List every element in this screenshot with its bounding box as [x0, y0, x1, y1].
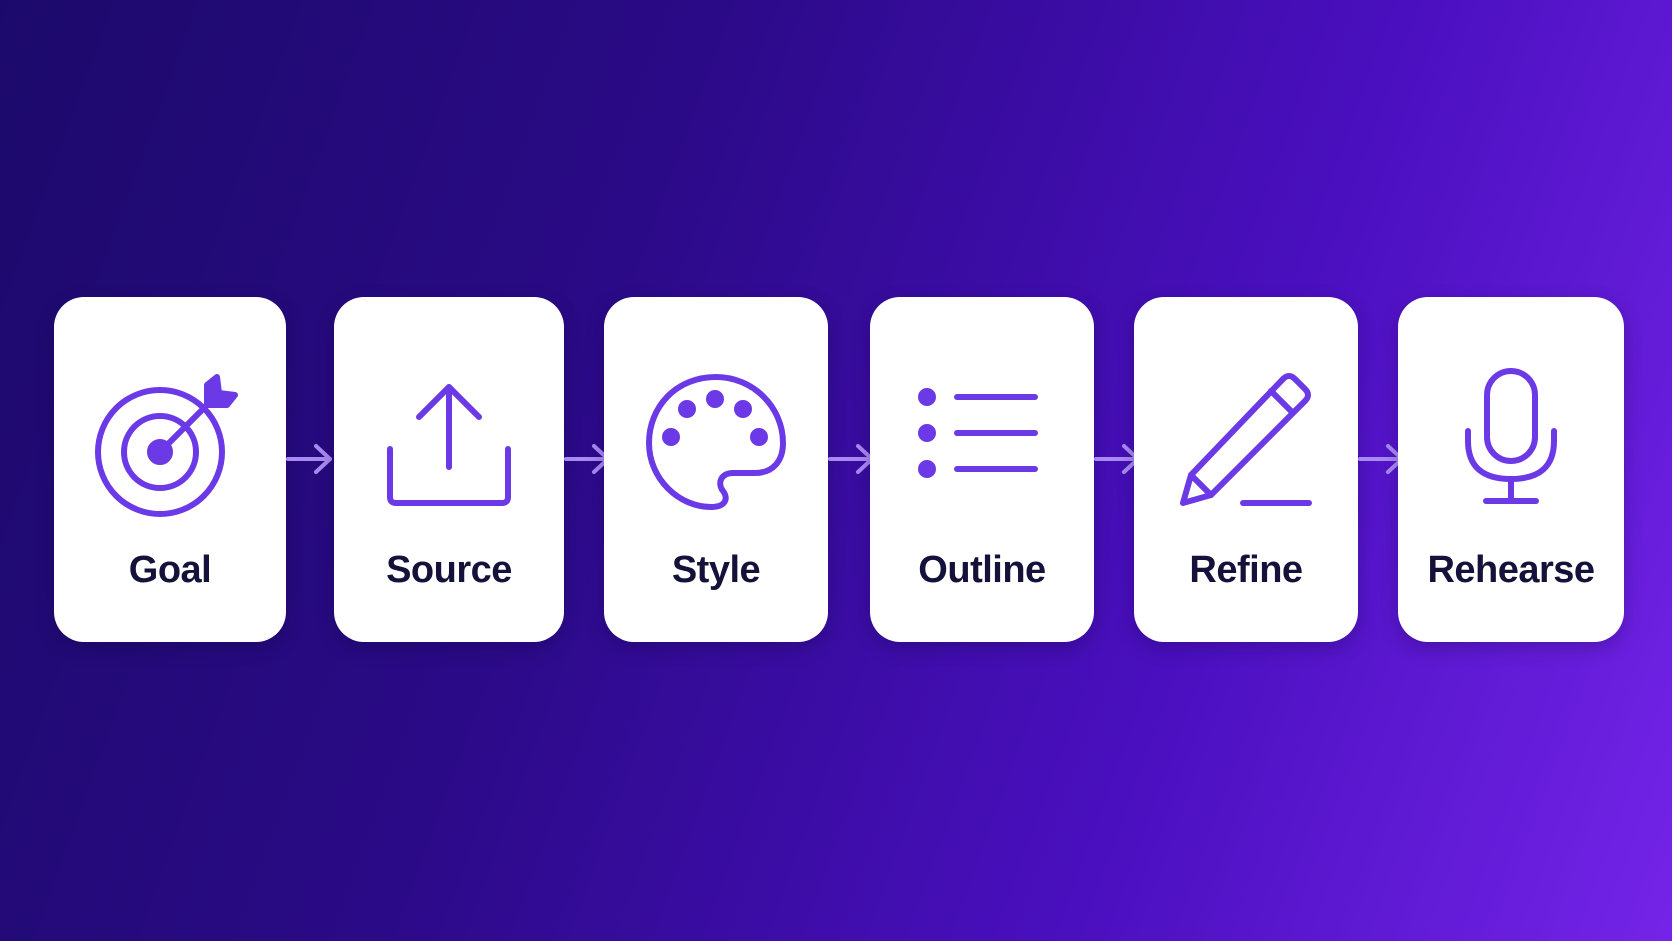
- microphone-icon: [1436, 367, 1586, 517]
- step-card-outline: Outline: [870, 297, 1094, 642]
- step-card-source: Source: [334, 297, 564, 642]
- step-card-goal: Goal: [54, 297, 286, 642]
- palette-icon: [641, 367, 791, 517]
- step-label: Goal: [128, 549, 212, 591]
- upload-icon: [374, 367, 524, 517]
- step-label: Outline: [918, 549, 1046, 591]
- step-label: Style: [671, 549, 761, 591]
- step-card-refine: Refine: [1134, 297, 1358, 642]
- step-card-style: Style: [604, 297, 828, 642]
- pencil-icon: [1171, 367, 1321, 517]
- list-icon: [907, 367, 1057, 517]
- arrow-icon: [286, 441, 336, 477]
- step-label: Refine: [1189, 549, 1303, 591]
- step-label: Source: [386, 549, 512, 591]
- step-card-rehearse: Rehearse: [1398, 297, 1624, 642]
- target-icon: [95, 367, 245, 517]
- step-label: Rehearse: [1427, 549, 1595, 591]
